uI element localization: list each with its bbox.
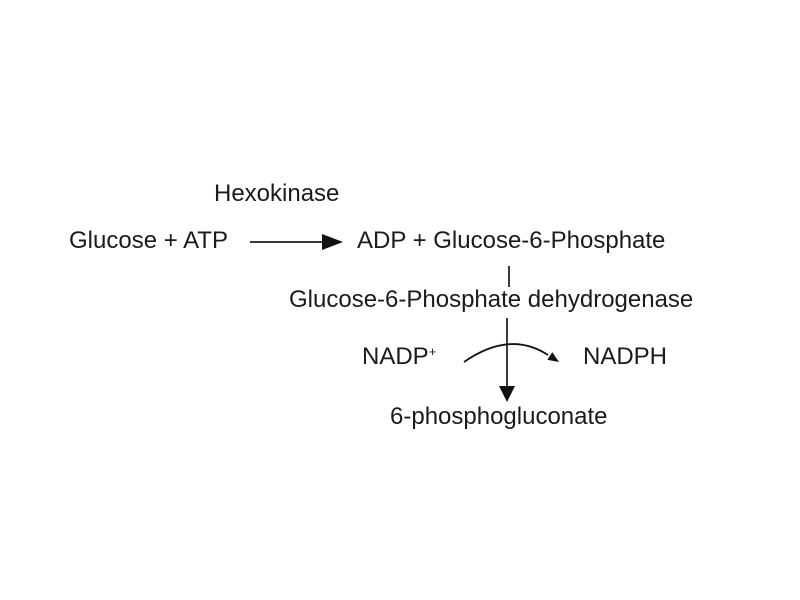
enzyme-label-hexokinase: Hexokinase xyxy=(214,180,340,207)
product-label: 6-phosphogluconate xyxy=(390,403,608,430)
cofactor-product-label: NADPH xyxy=(583,343,668,370)
substrates-label: Glucose + ATP xyxy=(69,227,228,254)
reaction-arrow-down-icon xyxy=(499,318,515,402)
vertical-connector-line xyxy=(508,266,510,287)
cofactor-substrate-label: NADP+ xyxy=(362,344,436,369)
cofactor-substrate-charge: + xyxy=(428,344,437,359)
cofactor-substrate-text: NADP xyxy=(362,343,429,370)
products-label: ADP + Glucose-6-Phosphate xyxy=(357,227,666,254)
reaction-arrow-right-icon xyxy=(250,234,343,250)
cofactor-curved-arrow-icon xyxy=(463,343,559,363)
enzyme-label-g6pd: Glucose-6-Phosphate dehydrogenase xyxy=(289,286,694,313)
